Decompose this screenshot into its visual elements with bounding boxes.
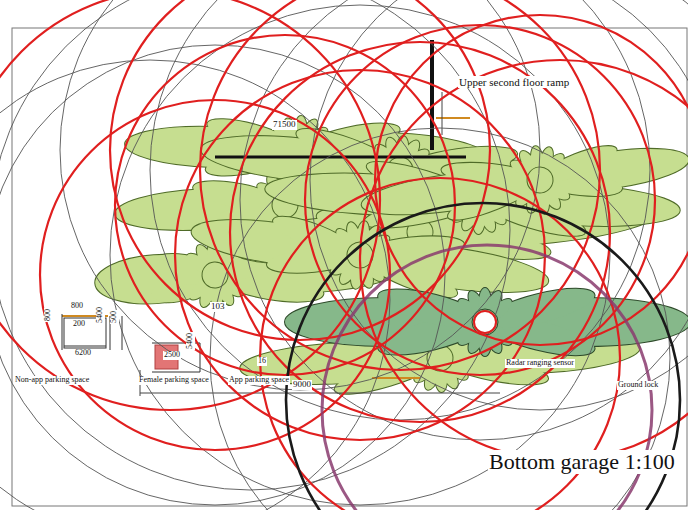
dimension-label: 5400: [96, 306, 105, 324]
range-circle: [0, 60, 390, 510]
dimension-label: 103: [210, 302, 226, 312]
dimension-label: 9000: [292, 380, 312, 390]
parking-type-label: Female parking space: [138, 376, 210, 385]
detection-circle: [0, 0, 380, 410]
parking-type-label: App parking space: [228, 376, 290, 385]
detection-circle: [360, 60, 688, 460]
dimension-label: 16: [257, 357, 267, 366]
dimension-label: 6200: [74, 349, 92, 358]
detection-circle: [40, 100, 390, 450]
dimension-label: 71500: [272, 120, 297, 130]
dimension-label: 2500: [163, 351, 181, 360]
frame: [12, 28, 687, 506]
highlight-circle: [286, 203, 680, 510]
range-circle: [150, 0, 650, 420]
range-circle: [0, 45, 445, 505]
parking-type-label: Non-app parking space: [14, 376, 90, 385]
dimension-label: 800: [70, 302, 84, 311]
dimension-label: 800: [44, 308, 53, 322]
range-circle: [60, 0, 540, 390]
parking-symbols: [62, 314, 200, 372]
sensor-label: Radar ranging sensor: [505, 359, 575, 368]
range-circle: [0, 0, 510, 490]
plan-lines: [140, 40, 500, 396]
dimension-label: 500: [110, 310, 119, 324]
detection-circle: [305, 25, 655, 375]
sensor-marker: [474, 311, 496, 333]
ramp-label: Upper second floor ramp: [458, 76, 570, 88]
device-label: Ground lock: [617, 381, 659, 390]
dimension-label: 5400: [186, 332, 195, 350]
detection-circle: [200, 0, 600, 370]
drawing-title: Bottom garage 1:100: [488, 450, 676, 474]
dimension-label: 200: [72, 320, 86, 329]
